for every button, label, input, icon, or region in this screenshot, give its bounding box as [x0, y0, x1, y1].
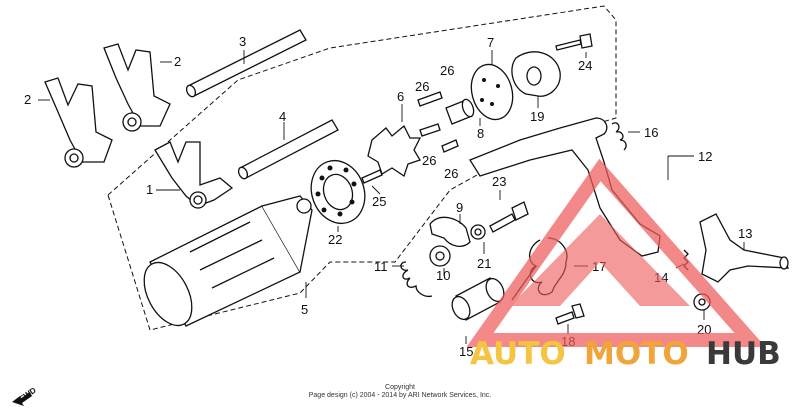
copyright-line: Copyright: [385, 384, 415, 391]
callout-23: 23: [492, 174, 506, 189]
watermark-hub: HUB: [706, 336, 781, 372]
callout-6: 6: [397, 89, 404, 104]
pins-26: [417, 91, 459, 153]
fork-shaft-4: [237, 119, 339, 180]
bolt-24: [555, 33, 593, 51]
callout-21: 21: [477, 256, 491, 271]
callout-labels: 1 2 2 3 4 5 6 7 8 9 10 11 12 13 14 15 16…: [24, 34, 752, 359]
callout-5: 5: [301, 302, 308, 317]
callout-9: 9: [456, 200, 463, 215]
callout-26-b: 26: [440, 63, 454, 78]
watermark-triangle: [466, 158, 766, 347]
washer-21: [470, 224, 486, 240]
shift-fork-2-lower: [44, 77, 113, 168]
shift-fork-2-upper: [103, 43, 171, 132]
callout-12: 12: [698, 149, 712, 164]
shift-cam-6: [367, 124, 422, 178]
callout-26-d: 26: [444, 166, 458, 181]
stopper-roller-10: [429, 245, 451, 267]
callout-11: 11: [374, 259, 388, 274]
callout-16: 16: [644, 125, 658, 140]
plate-7: [470, 63, 514, 121]
callout-24: 24: [578, 58, 592, 73]
spring-16: [611, 122, 627, 151]
callout-3: 3: [239, 34, 246, 49]
pin-25: [361, 169, 383, 184]
page-design-credit: Page design (c) 2004 - 2014 by ARI Netwo…: [308, 392, 492, 399]
shift-drum: [143, 195, 313, 327]
callout-8: 8: [477, 126, 484, 141]
collar-15: [451, 277, 505, 321]
callout-2-upper: 2: [174, 54, 181, 69]
callout-25: 25: [372, 194, 386, 209]
gearshift-spindle-13: [699, 213, 789, 283]
callout-26-a: 26: [415, 79, 429, 94]
callout-4: 4: [279, 109, 286, 124]
callout-13: 13: [738, 226, 752, 241]
callout-22: 22: [328, 232, 342, 247]
watermark-moto: MOTO: [584, 336, 689, 372]
fork-shaft-3: [185, 29, 307, 98]
callout-2-lower: 2: [24, 92, 31, 107]
watermark-auto: AUTO: [470, 336, 566, 372]
shift-fork-1: [154, 141, 234, 209]
bearing-22: [310, 159, 366, 225]
callout-7: 7: [487, 35, 494, 50]
callout-26-c: 26: [422, 153, 436, 168]
bolt-18: [555, 303, 585, 325]
callout-15: 15: [459, 344, 473, 359]
plate-19: [511, 51, 561, 97]
spring-11: [400, 261, 433, 298]
stopper-arm-9: [429, 216, 471, 248]
callout-1: 1: [146, 182, 153, 197]
callout-10: 10: [436, 268, 450, 283]
callout-19: 19: [530, 109, 544, 124]
bolt-23: [489, 201, 529, 233]
collar-8: [445, 98, 475, 125]
